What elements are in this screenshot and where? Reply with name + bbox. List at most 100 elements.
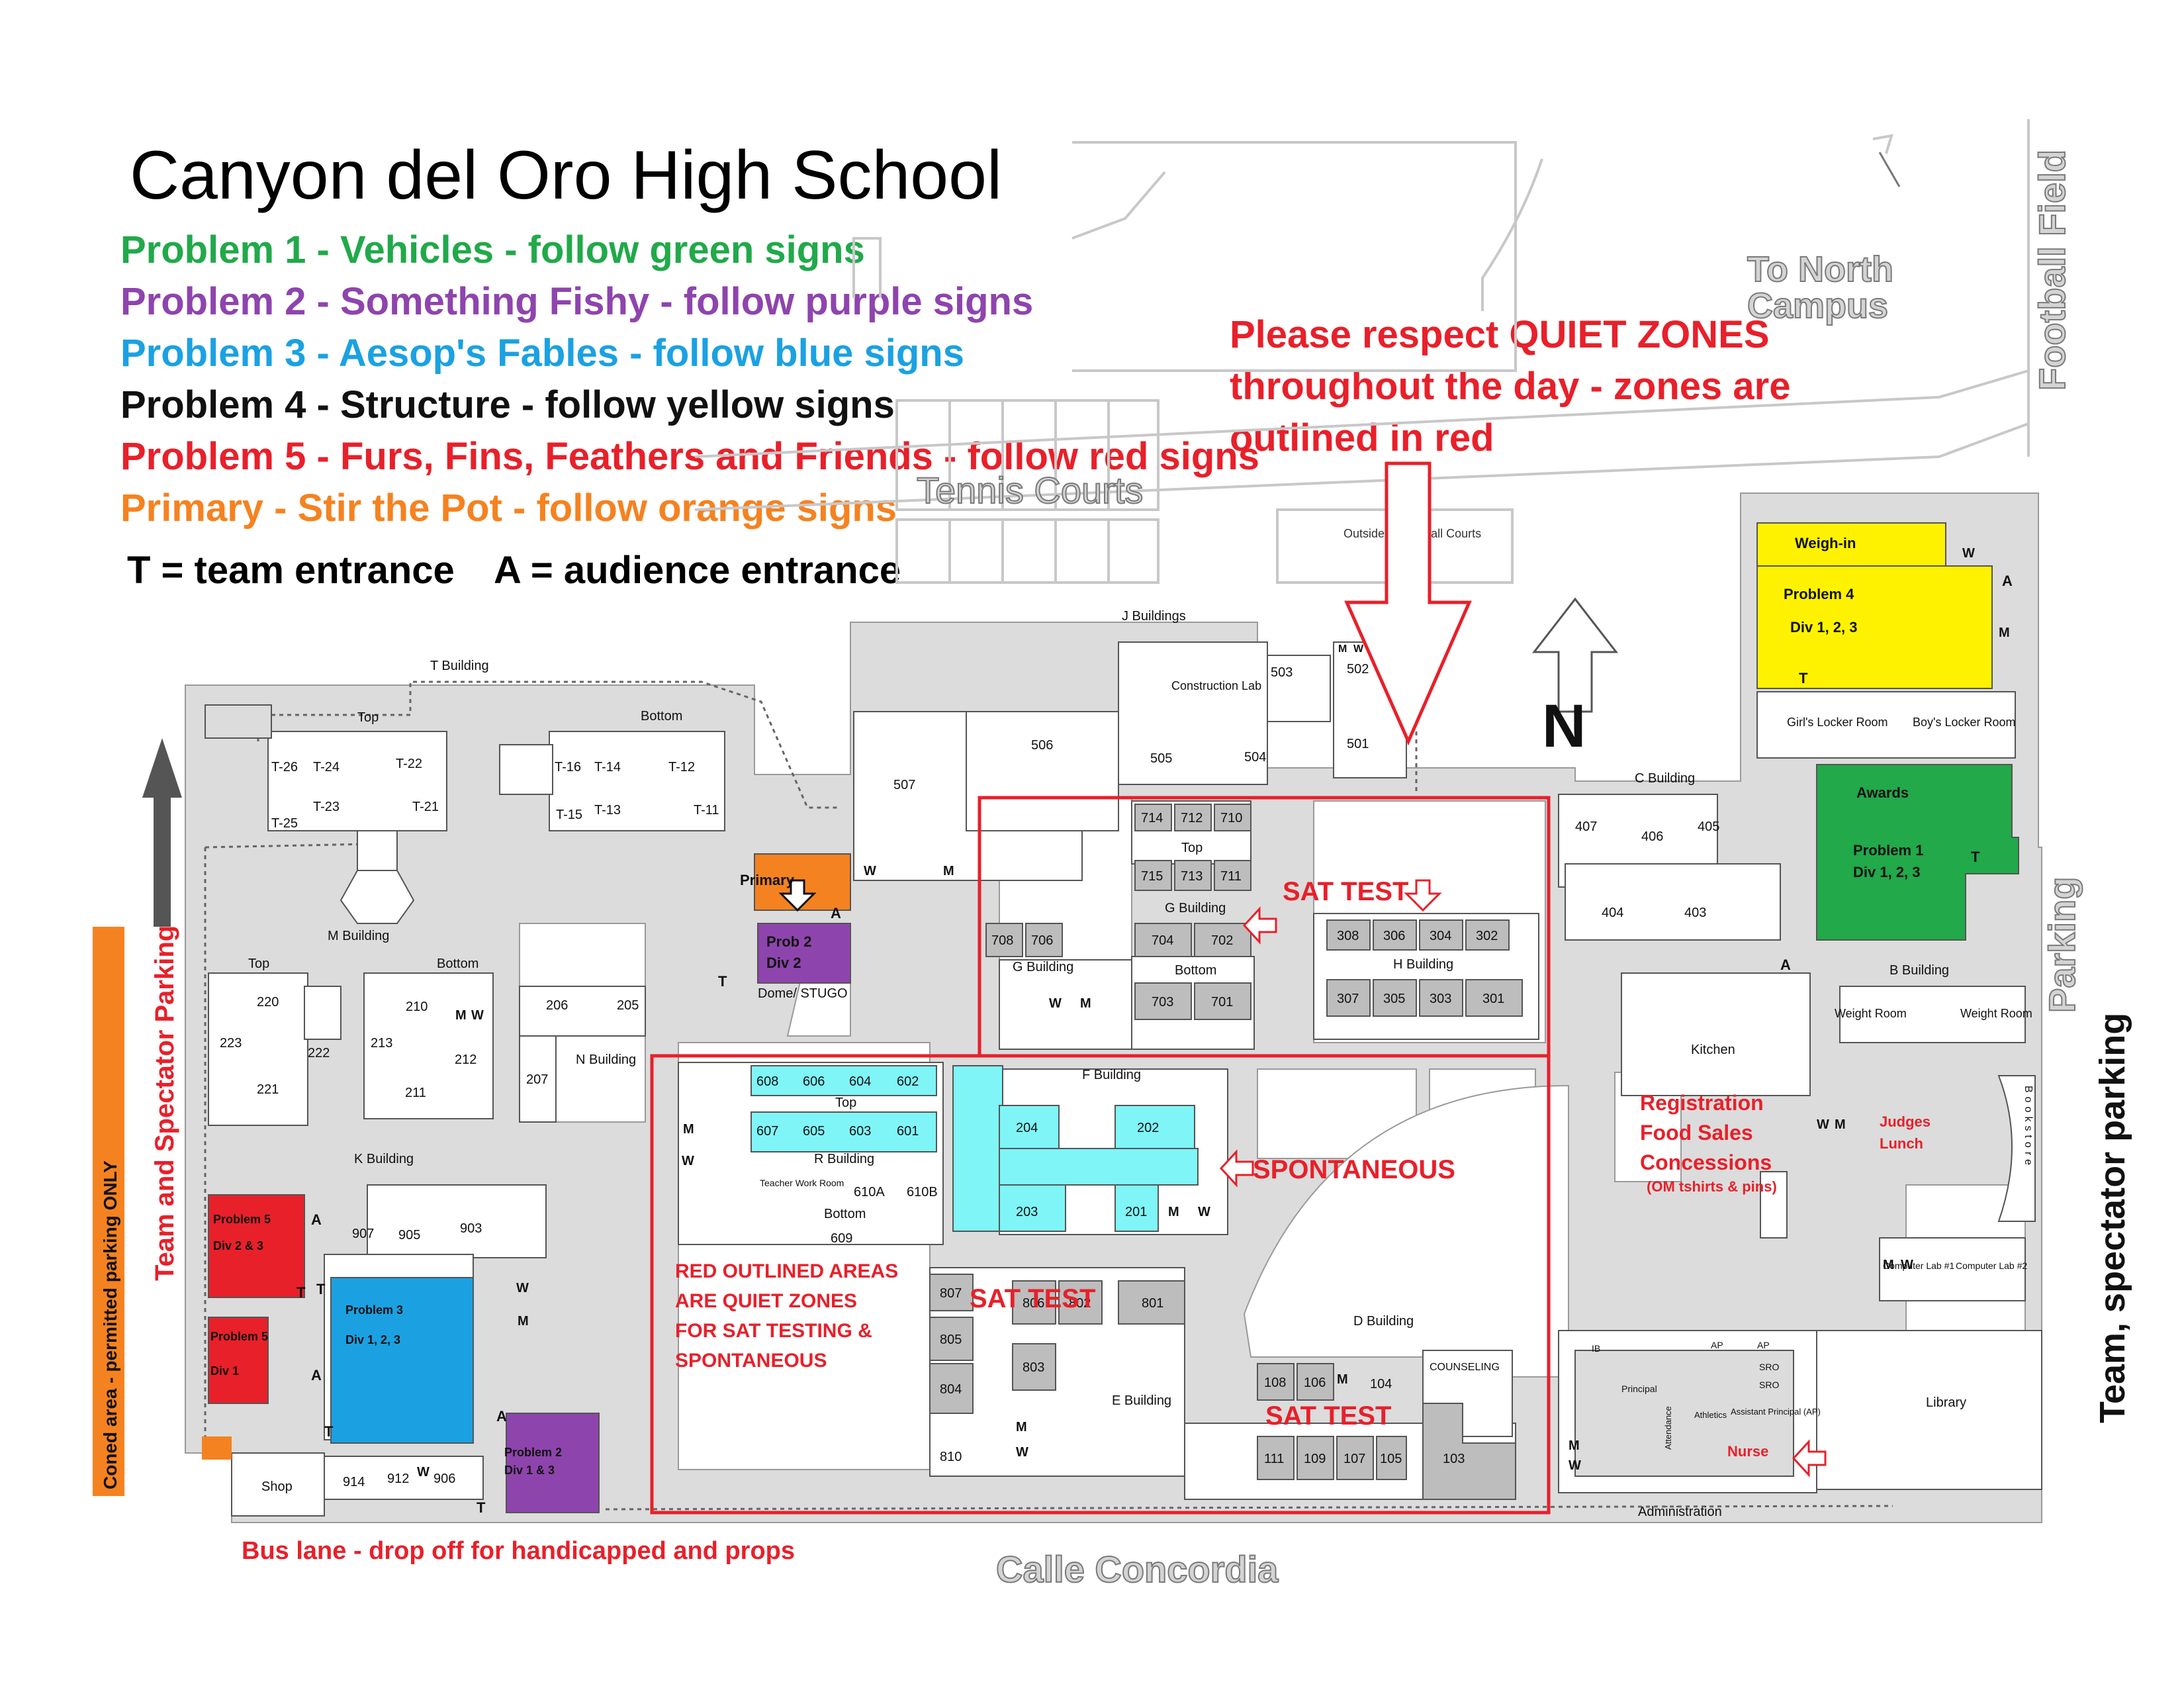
room-202 (1115, 1105, 1195, 1149)
room-604-label: 604 (849, 1074, 871, 1089)
quiet-areas-note-3: FOR SAT TESTING & (675, 1320, 872, 1342)
room-601-label: 601 (897, 1124, 919, 1139)
room-304-label: 304 (1430, 929, 1451, 943)
room-801 (1118, 1280, 1185, 1325)
quiet-notice-line-1: Please respect QUIET ZONES (1230, 313, 1770, 356)
north-curve-2 (1481, 158, 1543, 311)
sat-left-arrow-icon (1242, 906, 1277, 945)
problem-5-div-1-div-label: Div 1 (210, 1364, 239, 1378)
room-203-label: 203 (1016, 1205, 1038, 1219)
room-708 (985, 923, 1023, 957)
marker-w: W (1569, 1458, 1581, 1473)
room-714-label: 714 (1141, 811, 1163, 825)
room-807 (929, 1274, 974, 1311)
room-106 (1297, 1363, 1334, 1401)
room-302-label: 302 (1476, 929, 1498, 943)
room-608-label: 608 (756, 1074, 778, 1089)
street-calle-concordia: Calle Concordia (996, 1548, 1279, 1590)
c-lower (1565, 863, 1781, 941)
room-104-label: 104 (1370, 1377, 1392, 1391)
room-712 (1174, 804, 1212, 831)
problem-2-div-2-area (757, 923, 851, 984)
problem-3-div-label: Div 1, 2, 3 (345, 1333, 400, 1346)
ib-label: IB (1592, 1343, 1600, 1354)
team-spectator-parking-east-label: Team, spectator parking (2093, 1013, 2132, 1423)
problem-1-div-label: Div 1, 2, 3 (1853, 864, 1921, 880)
marker-w: W (682, 1154, 694, 1168)
room-105-label: 105 (1380, 1452, 1402, 1466)
marker-m: M (1168, 1205, 1179, 1219)
room-807-label: 807 (940, 1286, 962, 1301)
r-building-label: R Building (814, 1152, 874, 1166)
room-t-14: T-14 (594, 760, 621, 774)
room-501: 501 (1347, 737, 1369, 751)
t-building-label: T Building (430, 659, 489, 673)
room-111-label: 111 (1264, 1452, 1284, 1466)
t-annex (205, 704, 272, 739)
room-109-label: 109 (1304, 1452, 1326, 1466)
problem-2-div-1-3-label: Problem 2 (504, 1446, 562, 1459)
ap-label-1: AP (1711, 1340, 1723, 1350)
marker-w: W (864, 864, 876, 878)
north-campus-label-1: To North (1747, 250, 1893, 289)
audience-entrance-a: A (2002, 573, 2013, 589)
room-213: 213 (371, 1036, 392, 1051)
k-building-label: K Building (354, 1152, 414, 1166)
marker-m: M (1999, 626, 2010, 640)
room-710-label: 710 (1220, 811, 1242, 825)
sro-label-2: SRO (1759, 1380, 1779, 1390)
room-714 (1134, 804, 1172, 831)
room-703 (1134, 982, 1192, 1020)
t-bottom-block (549, 731, 725, 831)
problem-3-area (330, 1277, 474, 1444)
room-103 (1422, 1403, 1516, 1500)
problem-1-label: Problem 1 (1853, 842, 1923, 859)
kitchen-label: Kitchen (1691, 1043, 1735, 1057)
room-505: 505 (1150, 751, 1172, 766)
admin-inner (1574, 1350, 1794, 1477)
athletics-label: Athletics (1694, 1410, 1727, 1420)
spontaneous-rooms (751, 1065, 1199, 1232)
room-712-label: 712 (1181, 811, 1203, 825)
girls-locker-label: Girl's Locker Room (1787, 716, 1888, 729)
parking-label: Parking (2041, 877, 2083, 1013)
marker-w: W (471, 1008, 484, 1023)
room-t-22: T-22 (396, 757, 422, 771)
room-303-label: 303 (1430, 992, 1451, 1006)
room-602-label: 602 (897, 1074, 919, 1089)
legend-problem-4: Problem 4 - Structure - follow yellow si… (120, 383, 895, 426)
room-307 (1326, 979, 1371, 1017)
room-301-label: 301 (1482, 992, 1504, 1006)
judges-lunch-label-2: Lunch (1880, 1135, 1923, 1152)
quiet-zone-south (650, 1054, 1551, 1515)
room-307-label: 307 (1337, 992, 1359, 1006)
team-entrance-t: T (316, 1281, 326, 1297)
room-702-label: 702 (1211, 933, 1233, 948)
room-306 (1373, 919, 1417, 951)
room-111 (1257, 1436, 1295, 1480)
room-t-24: T-24 (313, 760, 340, 774)
marker-w: W (417, 1465, 430, 1479)
marker-m: M (1080, 996, 1091, 1011)
room-503: 503 (1271, 665, 1293, 680)
room-407: 407 (1575, 820, 1597, 834)
judges-lunch-label-1: Judges (1880, 1113, 1931, 1130)
room-308-label: 308 (1337, 929, 1359, 943)
room-303 (1419, 979, 1463, 1017)
problem-5-div-1-area (208, 1317, 269, 1404)
room-801-label: 801 (1142, 1296, 1163, 1311)
room-tiles (929, 804, 1523, 1500)
team-entrance-t: T (296, 1284, 306, 1301)
room-302 (1465, 919, 1510, 951)
room-t-12: T-12 (668, 760, 695, 774)
quiet-areas-note-2: ARE QUIET ZONES (675, 1290, 857, 1312)
team-entrance-t: T (324, 1423, 334, 1440)
room-108-label: 108 (1264, 1376, 1286, 1390)
north-campus-label-2: Campus (1747, 286, 1888, 326)
north-path (852, 237, 882, 298)
audience-entrance-a: A (311, 1211, 322, 1228)
room-701 (1194, 982, 1251, 1020)
sat-test-label-east: SAT TEST (970, 1284, 1095, 1313)
team-spectator-parking-label: Team and Spectator Parking (150, 925, 179, 1281)
